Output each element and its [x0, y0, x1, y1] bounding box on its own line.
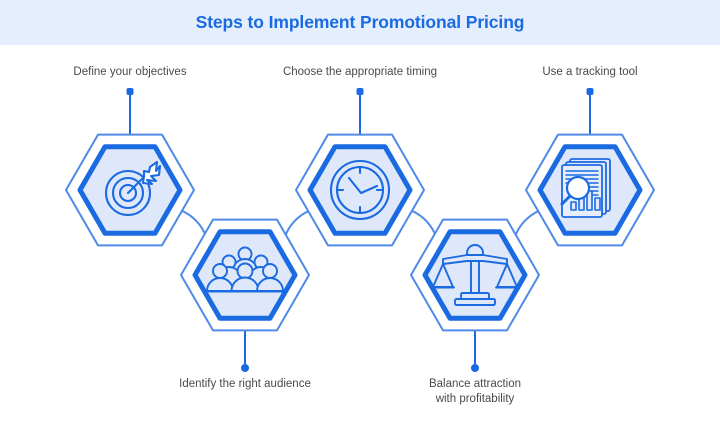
- page-title: Steps to Implement Promotional Pricing: [195, 12, 525, 32]
- stem-dot-step-3: [356, 88, 364, 95]
- clock-icon: [329, 159, 391, 221]
- report-magnifier-chart-icon: [560, 158, 611, 218]
- stem-dot-step-1: [126, 88, 134, 95]
- stem-dot-step-2: [241, 364, 249, 372]
- step-label-4: Balance attraction with profitability: [428, 378, 522, 405]
- step-node-3[interactable]: [295, 133, 425, 247]
- step-label-5: Use a tracking tool: [542, 66, 638, 78]
- stem-dot-step-4: [471, 364, 479, 372]
- balance-scales-icon: [431, 244, 519, 306]
- title-banner: [0, 0, 720, 45]
- audience-group-icon: [206, 246, 284, 293]
- step-label-3: Choose the appropriate timing: [282, 66, 438, 78]
- hexagon-outline-inner: [310, 147, 410, 234]
- label-stems: [126, 88, 594, 372]
- step-node-5[interactable]: [525, 133, 655, 247]
- step-node-2[interactable]: [180, 218, 310, 332]
- step-node-1[interactable]: [65, 133, 195, 247]
- step-label-1: Define your objectives: [73, 66, 187, 78]
- step-node-4[interactable]: [410, 218, 540, 332]
- stem-dot-step-5: [586, 88, 594, 95]
- step-label-2: Identify the right audience: [179, 378, 311, 390]
- target-arrow-icon: [104, 160, 162, 217]
